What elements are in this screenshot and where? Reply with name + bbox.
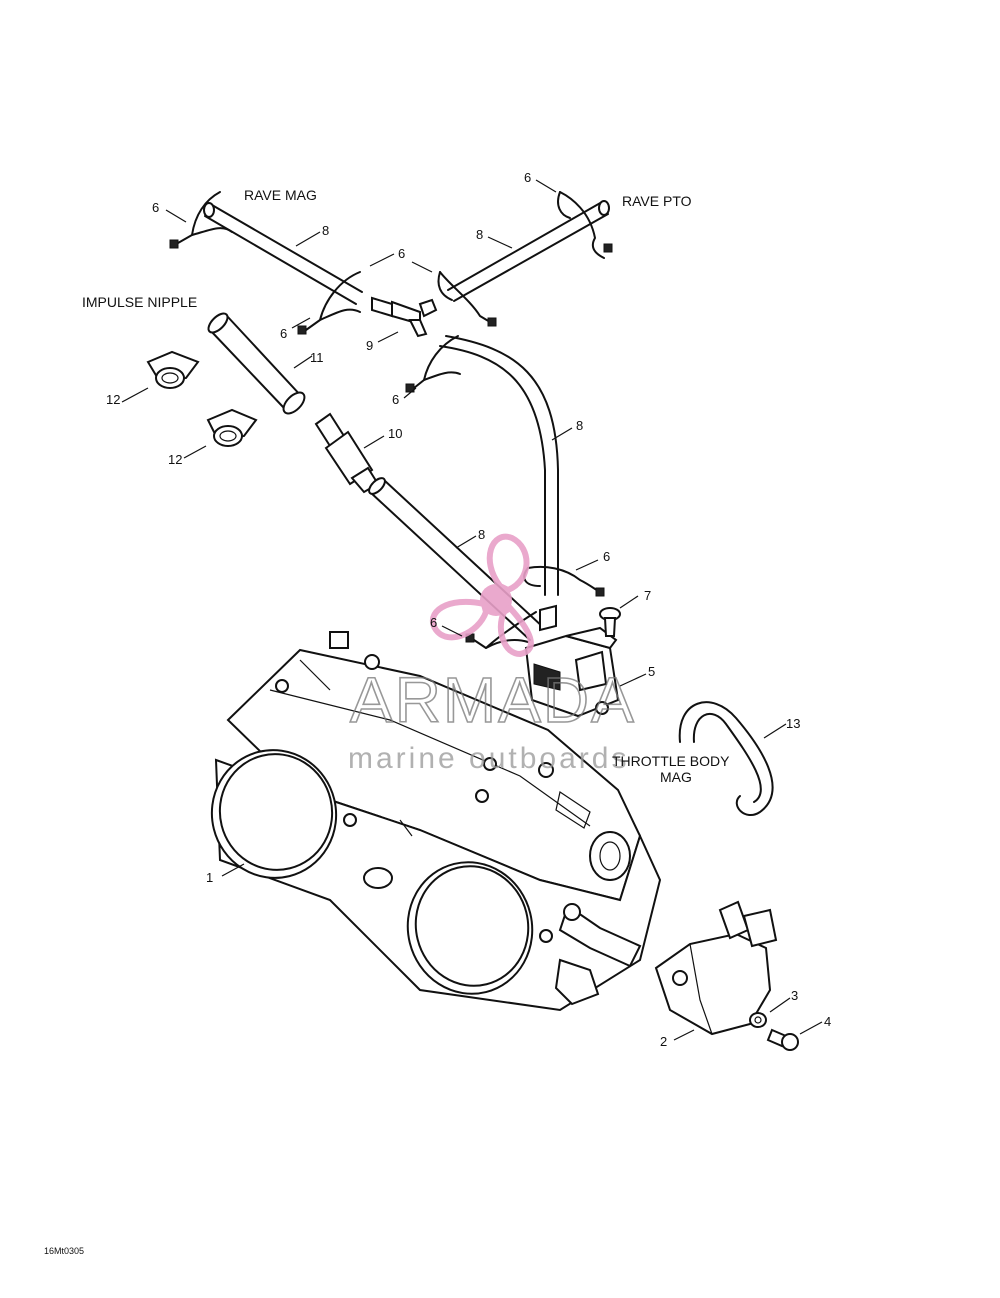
hose-rave-pto [447, 200, 610, 302]
callout-6b: 6 [524, 170, 531, 185]
callout-13: 13 [786, 716, 800, 731]
clamp-rave-mag-mid [297, 271, 361, 335]
leader-lines [121, 179, 823, 1041]
watermark-tagline: marine outboards [348, 742, 629, 775]
callout-12b: 12 [168, 452, 182, 467]
clamp-impulse-upper [146, 350, 200, 389]
callout-10: 10 [388, 426, 402, 441]
callout-4: 4 [824, 1014, 831, 1029]
screw-4 [766, 1028, 799, 1051]
callout-6e: 6 [392, 392, 399, 407]
callout-6f: 6 [603, 549, 610, 564]
callout-6g: 6 [430, 615, 437, 630]
callout-3: 3 [791, 988, 798, 1003]
callout-6c: 6 [398, 246, 405, 261]
callout-6a: 6 [152, 200, 159, 215]
clamp-rave-pto-mid [437, 271, 497, 327]
clamp-curved-hose [405, 335, 461, 393]
solenoid-valve [524, 604, 620, 718]
hose-rave-mag [203, 202, 363, 305]
throttle-position-sensor [654, 900, 778, 1036]
watermark-brand: ARMADA [350, 664, 636, 736]
label-impulse-nipple: IMPULSE NIPPLE [82, 294, 197, 310]
callout-1: 1 [206, 870, 213, 885]
callout-6d: 6 [280, 326, 287, 341]
callout-9: 9 [366, 338, 373, 353]
callout-12a: 12 [106, 392, 120, 407]
callout-11: 11 [310, 350, 324, 365]
clamp-rave-mag-end [169, 191, 233, 249]
callout-8c: 8 [576, 418, 583, 433]
watermark-logo-icon [429, 533, 534, 658]
check-valve [314, 412, 380, 494]
clamp-impulse-lower [206, 408, 258, 447]
washer-3 [749, 1012, 767, 1028]
clamp-rave-pto-end [557, 191, 613, 259]
label-throttle-body: THROTTLE BODY [612, 753, 730, 769]
clamp-lower-right [523, 565, 605, 597]
label-throttle-body-mag: MAG [660, 769, 692, 785]
screw-7 [599, 607, 621, 637]
t-connector [371, 296, 438, 338]
watermark: ARMADA marine outboards [348, 533, 636, 775]
callout-8b: 8 [476, 227, 483, 242]
figure-code: 16Mt0305 [44, 1246, 85, 1256]
hose-curved [439, 335, 559, 596]
throttle-body [210, 631, 662, 1012]
hose-throttle-body [678, 701, 774, 816]
hose-impulse [207, 312, 306, 415]
callout-8a: 8 [322, 223, 329, 238]
callout-8d: 8 [478, 527, 485, 542]
callout-7: 7 [644, 588, 651, 603]
callout-2: 2 [660, 1034, 667, 1049]
callout-5: 5 [648, 664, 655, 679]
label-rave-mag: RAVE MAG [244, 187, 317, 203]
label-rave-pto: RAVE PTO [622, 193, 692, 209]
